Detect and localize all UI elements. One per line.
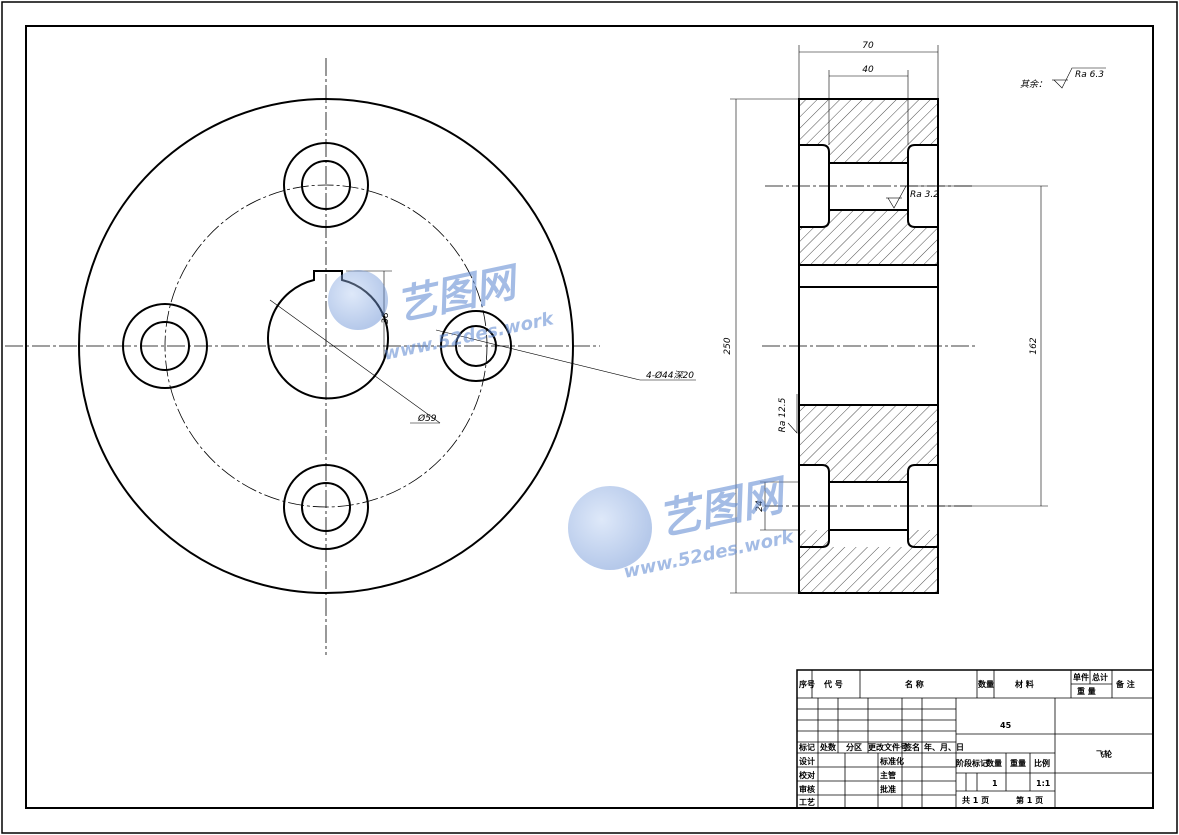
tb-rev-zone: 分区 xyxy=(846,742,862,752)
tb-head-remarks: 备 注 xyxy=(1115,679,1135,689)
flywheel-outline xyxy=(78,98,574,594)
tb-role-chief: 主管 xyxy=(880,770,896,780)
tb-stage-qty: 数量 xyxy=(986,758,1002,768)
bolt-circle xyxy=(164,184,488,508)
section-hatch-top xyxy=(799,99,938,163)
tb-qty-value: 1 xyxy=(992,779,998,788)
ra-hole: Ra 3.2 xyxy=(910,190,939,200)
tb-stage-weight: 重量 xyxy=(1010,758,1026,768)
title-block-text: 序号 代 号 名 称 数量 材 料 单件 总计 重 量 备 注 45 飞轮 标记… xyxy=(798,672,1135,807)
tb-part-name: 飞轮 xyxy=(1096,749,1112,759)
watermark-globe-icon xyxy=(568,486,652,570)
section-hatch-bottom xyxy=(799,405,938,465)
dim-hole-diameter: 24 xyxy=(755,500,765,512)
tb-head-code: 代 号 xyxy=(823,679,843,689)
dim-bolt-circle: 162 xyxy=(1029,337,1039,354)
tb-head-name: 名 称 xyxy=(905,679,924,689)
ra-bore: Ra 12.5 xyxy=(778,397,788,432)
tb-head-no: 序号 xyxy=(799,679,815,689)
tb-role-check: 校对 xyxy=(799,770,815,780)
tb-head-total: 总计 xyxy=(1092,672,1108,682)
dim-hub-width: 40 xyxy=(862,65,874,75)
tb-head-qty: 数量 xyxy=(978,679,994,689)
tb-scale-value: 1:1 xyxy=(1036,779,1051,788)
watermark-logo-top: 艺图网 www.52des.work xyxy=(328,259,556,365)
watermark-globe-icon xyxy=(328,270,388,330)
tb-role-design: 设计 xyxy=(799,756,815,766)
dim-overall-diameter: 250 xyxy=(723,337,733,354)
tb-head-unit: 单件 xyxy=(1073,672,1089,682)
drawing-frame xyxy=(25,25,1154,809)
watermark-logo-bottom: 艺图网 www.52des.work xyxy=(568,469,796,583)
tb-head-weight: 重 量 xyxy=(1077,686,1096,696)
tb-role-std: 标准化 xyxy=(879,756,904,766)
tb-role-approve: 批准 xyxy=(880,784,896,794)
roughness-default: Ra 6.3 xyxy=(1075,70,1104,80)
roughness-note-label: 其余： xyxy=(1020,79,1047,90)
title-block xyxy=(796,669,1154,809)
dim-key-depth: 38 xyxy=(381,312,391,324)
dim-bore-diameter: Ø59 xyxy=(417,413,437,424)
tb-rev-mark: 标记 xyxy=(798,742,815,752)
tb-role-review: 审核 xyxy=(799,784,815,794)
tb-head-material: 材 料 xyxy=(1015,679,1034,689)
tb-role-process: 工艺 xyxy=(799,797,815,807)
tb-stage-scale: 比例 xyxy=(1034,758,1050,768)
section-view xyxy=(730,45,1106,594)
tb-sheet-no: 第 1 页 xyxy=(1016,795,1043,805)
bolt-hole-right xyxy=(440,310,512,382)
tb-stage-mark: 阶段标记 xyxy=(956,758,988,768)
dim-total-width: 70 xyxy=(862,41,874,51)
bolt-hole-top xyxy=(283,142,369,228)
tb-material-value: 45 xyxy=(1000,721,1012,730)
tb-rev-count: 处数 xyxy=(819,742,837,752)
tb-sheets-total: 共 1 页 xyxy=(962,795,989,805)
tb-rev-sign: 签名 xyxy=(903,742,920,752)
tb-rev-doc: 更改文件号 xyxy=(868,742,908,752)
front-view xyxy=(5,58,696,655)
tb-rev-date: 年、月、日 xyxy=(924,742,964,752)
bolt-hole-bottom xyxy=(283,464,369,550)
dim-holes-callout: 4-Ø44深20 xyxy=(646,370,694,381)
bolt-hole-left xyxy=(122,303,208,389)
